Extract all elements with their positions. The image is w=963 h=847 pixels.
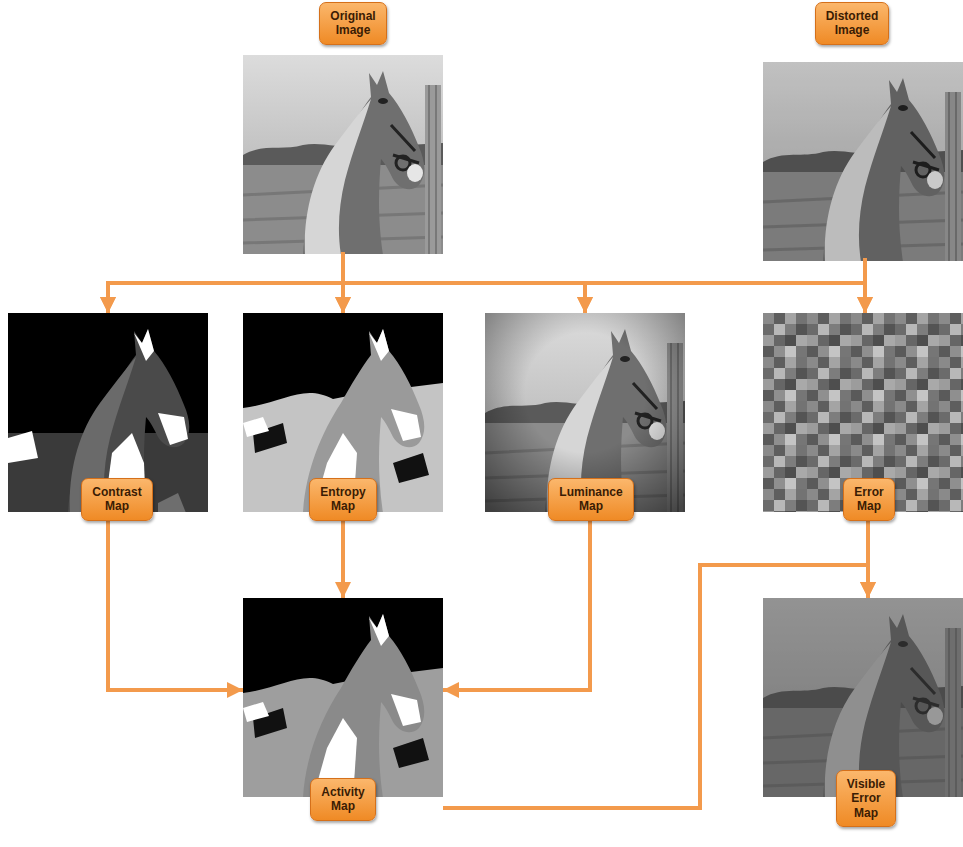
label-tag: Error Map [843,478,894,521]
original-image [243,55,443,254]
source-image: Original Image [243,2,443,252]
result-map: Activity Map [243,598,443,821]
label-tag: Contrast Map [81,478,152,521]
flow-arrow [108,258,865,313]
distorted-image [763,62,963,261]
map-label: Original Image [330,9,375,38]
map-label: Contrast Map [92,485,141,514]
label-tag: Entropy Map [309,478,376,521]
label-tag: Distorted Image [815,2,890,45]
feature-map: Contrast Map [8,313,208,521]
label-tag: Original Image [319,2,386,45]
flow-arrow [108,521,243,690]
flow-arrow [863,258,867,313]
map-label: Error Map [854,485,883,514]
feature-map: Entropy Map [243,313,443,521]
flow-arrow [341,521,345,598]
label-tag: Activity Map [310,778,375,821]
flow-arrow [585,258,865,313]
map-label: Activity Map [321,785,364,814]
map-label: Visible Error Map [847,777,885,820]
flow-arrow [443,521,590,690]
visible-error-map-image [763,598,963,797]
label-tag: Visible Error Map [836,770,896,827]
activity-map-image [243,598,443,797]
map-label: Entropy Map [320,485,365,514]
map-label: Distorted Image [826,9,879,38]
flow-arrow [343,252,865,313]
feature-map: Luminance Map [485,313,685,521]
result-map: Visible Error Map [763,598,961,828]
flow-arrow [443,565,868,808]
flow-arrow [343,258,865,313]
map-label: Luminance Map [559,485,622,514]
source-image: Distorted Image [763,2,961,258]
label-tag: Luminance Map [548,478,633,521]
feature-map: Error Map [763,313,961,521]
